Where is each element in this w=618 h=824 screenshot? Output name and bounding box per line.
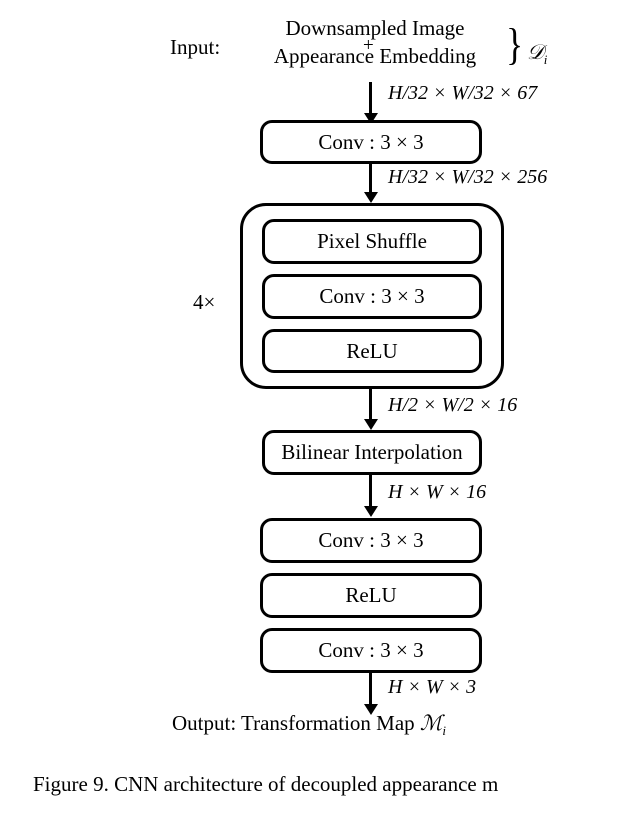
right-brace-icon: } [506, 20, 524, 69]
input-symbol-subscript: i [543, 52, 548, 68]
block-conv-c-label: Conv : 3 × 3 [318, 638, 424, 662]
block-relu-group-label: ReLU [346, 338, 398, 363]
block-relu-b: ReLU [260, 573, 482, 618]
repeat-count-label: 4× [193, 290, 216, 314]
input-label: Input: [170, 35, 221, 59]
block-conv-top: Conv : 3 × 3 [260, 120, 482, 164]
arrow-conv-to-group [369, 164, 372, 194]
block-bilinear-label: Bilinear Interpolation [281, 440, 463, 464]
block-pixel-shuffle-label: Pixel Shuffle [317, 229, 427, 253]
plus-icon: + [363, 35, 374, 56]
block-conv-top-label: Conv : 3 × 3 [318, 129, 424, 154]
input-symbol: 𝒟i [527, 40, 547, 68]
dim-label-2: H/32 × W/32 × 256 [388, 166, 548, 188]
block-relu-group: ReLU [262, 329, 482, 373]
block-conv-group-label: Conv : 3 × 3 [319, 284, 425, 308]
dim-label-1: H/32 × W/32 × 67 [388, 82, 538, 104]
block-conv-group: Conv : 3 × 3 [262, 274, 482, 319]
dim-label-3: H/2 × W/2 × 16 [388, 394, 518, 416]
output-text: Output: Transformation Map [171, 711, 415, 735]
block-conv-a-label: Conv : 3 × 3 [318, 528, 424, 552]
input-line-downsampled-image: Downsampled Image [285, 16, 465, 40]
dim-label-5: H × W × 3 [388, 676, 477, 698]
block-conv-a: Conv : 3 × 3 [260, 518, 482, 563]
arrow-group-to-bilinear [369, 389, 372, 421]
block-relu-b-label: ReLU [345, 583, 397, 607]
output-symbol-subscript: i [442, 723, 446, 739]
arrow-input-to-conv [369, 82, 372, 115]
input-description: Downsampled Image Appearance Embedding [244, 14, 506, 71]
output-symbol-glyph: ℳ [419, 711, 443, 735]
dim-label-4: H × W × 16 [388, 481, 487, 503]
arrow-bilinear-to-conv [369, 475, 372, 508]
input-symbol-glyph: 𝒟 [527, 40, 544, 64]
figure-caption: Figure 9. CNN architecture of decoupled … [33, 772, 499, 796]
output-label: Output: Transformation Map ℳi [0, 711, 618, 739]
arrow-conv-to-output [369, 673, 372, 706]
input-line-appearance-embedding: Appearance Embedding [273, 44, 477, 69]
block-bilinear-interpolation: Bilinear Interpolation [262, 430, 482, 475]
block-conv-c: Conv : 3 × 3 [260, 628, 482, 673]
block-pixel-shuffle: Pixel Shuffle [262, 219, 482, 264]
